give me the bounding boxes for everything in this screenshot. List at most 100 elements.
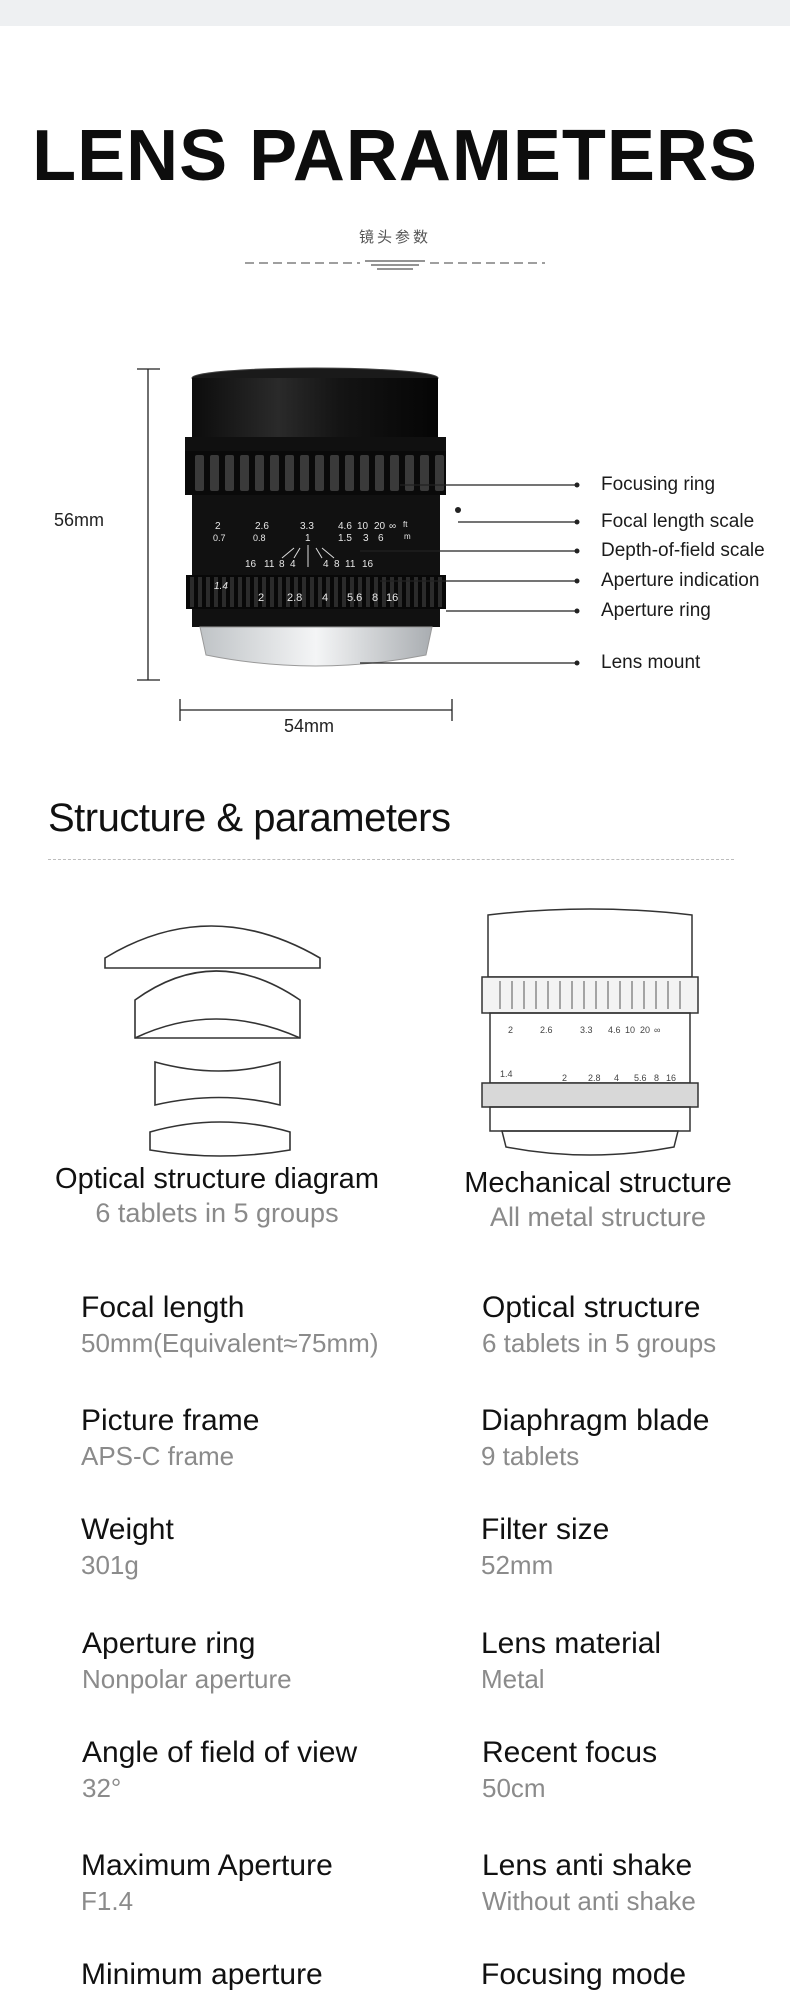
scale-top-1: 2.6	[255, 521, 269, 532]
param-label: Focusing mode	[481, 1958, 687, 1991]
width-dimension-label: 54mm	[284, 716, 335, 736]
mech-ap-1: 2	[562, 1073, 567, 1083]
mechanical-structure-caption: Mechanical structure All metal structure	[408, 1167, 788, 1233]
scale-top-6: ∞	[389, 521, 396, 532]
mech-ap-0: 1.4	[500, 1069, 513, 1079]
lens-photo-illustration: 2 2.6 3.3 4.6 10 20 ∞ ft 0.7 0.8 1 1.5 3…	[137, 367, 580, 721]
optical-structure-subtitle: 6 tablets in 5 groups	[95, 1198, 339, 1228]
section-title-structure: Structure & parameters	[48, 796, 451, 840]
scale-bot-2: 1	[305, 533, 311, 544]
param-angle-of-view: Angle of field of view 32°	[82, 1735, 402, 1805]
param-value: 301g	[81, 1550, 139, 1580]
dof-3: 4	[290, 559, 296, 570]
scale-top-5: 20	[374, 521, 386, 532]
dof-5: 8	[334, 559, 340, 570]
mech-scale-top-1: 2.6	[540, 1025, 553, 1035]
param-aperture-ring: Aperture ring Nonpolar aperture	[82, 1626, 402, 1696]
param-value: Nonpolar aperture	[82, 1664, 292, 1694]
param-focal-length: Focal length 50mm(Equivalent≈75mm)	[81, 1290, 401, 1360]
aperture-ring-knurling	[190, 577, 442, 607]
mech-scale-top-5: 20	[640, 1025, 650, 1035]
callout-lens-mount: Lens mount	[601, 652, 701, 673]
scale-top-3: 4.6	[338, 521, 352, 532]
param-weight: Weight 301g	[81, 1512, 401, 1582]
param-value: Without anti shake	[482, 1886, 696, 1916]
page-title: LENS PARAMETERS	[32, 116, 758, 196]
param-label: Focal length	[81, 1291, 245, 1324]
mech-ap-6: 16	[666, 1073, 676, 1083]
param-lens-anti-shake: Lens anti shake Without anti shake	[482, 1848, 790, 1918]
callout-aperture-ring: Aperture ring	[601, 600, 711, 621]
height-dimension-label: 56mm	[54, 510, 105, 530]
param-label: Aperture ring	[82, 1627, 256, 1660]
scale-top-7: ft	[403, 520, 408, 529]
page-subtitle: 镜头参数	[358, 229, 431, 246]
callout-dof-scale: Depth-of-field scale	[601, 540, 765, 561]
scale-bot-1: 0.8	[253, 533, 266, 543]
dof-0: 16	[245, 559, 257, 570]
mech-scale-top-4: 10	[625, 1025, 635, 1035]
ap-5: 8	[372, 592, 378, 604]
param-value: 32°	[82, 1773, 122, 1803]
scale-bot-3: 1.5	[338, 533, 352, 544]
focus-ring-knurling	[195, 455, 444, 491]
mech-ap-2: 2.8	[588, 1073, 601, 1083]
callout-focusing-ring: Focusing ring	[601, 474, 716, 495]
scale-top-2: 3.3	[300, 521, 314, 532]
mech-ap-3: 4	[614, 1073, 619, 1083]
callout-focal-length-scale: Focal length scale	[601, 511, 755, 532]
mechanical-structure-subtitle: All metal structure	[489, 1202, 707, 1232]
scale-top-0: 2	[215, 521, 221, 532]
param-filter-size: Filter size 52mm	[481, 1512, 790, 1582]
ap-0: 1.4	[214, 581, 228, 592]
param-recent-focus: Recent focus 50cm	[482, 1735, 790, 1805]
mech-scale-top-0: 2	[508, 1025, 513, 1035]
param-diaphragm-blade: Diaphragm blade 9 tablets	[481, 1403, 790, 1473]
param-label: Optical structure	[482, 1291, 701, 1324]
param-label: Picture frame	[81, 1404, 260, 1437]
param-lens-material: Lens material Metal	[481, 1626, 790, 1696]
mech-ap-5: 8	[654, 1073, 659, 1083]
param-value: 9 tablets	[481, 1441, 580, 1471]
param-label: Maximum Aperture	[81, 1849, 333, 1882]
mechanical-structure-drawing: 2 2.6 3.3 4.6 10 20 ∞ 1.4 2 2.8 4 5.6 8 …	[481, 908, 699, 1156]
lens-diagram: 2 2.6 3.3 4.6 10 20 ∞ ft 0.7 0.8 1 1.5 3…	[0, 355, 790, 755]
scale-bot-4: 3	[363, 533, 369, 544]
optical-structure-drawing	[104, 925, 321, 1157]
ap-3: 4	[322, 592, 328, 604]
param-label: Filter size	[481, 1513, 610, 1546]
ap-6: 16	[386, 592, 398, 604]
param-picture-frame: Picture frame APS-C frame	[81, 1403, 401, 1473]
optical-structure-caption: Optical structure diagram 6 tablets in 5…	[27, 1163, 407, 1229]
ap-2: 2.8	[287, 592, 302, 604]
param-maximum-aperture: Maximum Aperture F1.4	[81, 1848, 401, 1918]
dof-2: 8	[279, 559, 285, 570]
top-banner-strip	[0, 0, 790, 26]
title-ornament	[245, 260, 545, 270]
dof-4: 4	[323, 559, 329, 570]
param-label: Minimum aperture	[81, 1958, 323, 1991]
ap-4: 5.6	[347, 592, 362, 604]
section-divider	[48, 859, 734, 860]
scale-top-4: 10	[357, 521, 369, 532]
mech-ap-4: 5.6	[634, 1073, 647, 1083]
mechanical-structure-title: Mechanical structure	[464, 1167, 732, 1199]
param-label: Angle of field of view	[82, 1736, 358, 1769]
param-label: Lens material	[481, 1627, 662, 1660]
param-label: Weight	[81, 1513, 174, 1546]
param-value: 50cm	[482, 1773, 546, 1803]
dof-1: 11	[264, 559, 275, 570]
dof-6: 11	[345, 559, 356, 570]
param-value: 52mm	[481, 1550, 554, 1580]
scale-bot-5: 6	[378, 533, 384, 544]
param-label: Recent focus	[482, 1736, 658, 1769]
param-value: F1.4	[81, 1886, 134, 1916]
param-value: 50mm(Equivalent≈75mm)	[81, 1328, 379, 1358]
param-value: APS-C frame	[81, 1441, 235, 1471]
param-value: 6 tablets in 5 groups	[482, 1328, 717, 1358]
scale-bot-0: 0.7	[213, 533, 226, 543]
param-minimum-aperture: Minimum aperture	[81, 1957, 401, 1993]
param-label: Lens anti shake	[482, 1849, 693, 1882]
param-value: Metal	[481, 1664, 545, 1694]
mech-scale-top-2: 3.3	[580, 1025, 593, 1035]
